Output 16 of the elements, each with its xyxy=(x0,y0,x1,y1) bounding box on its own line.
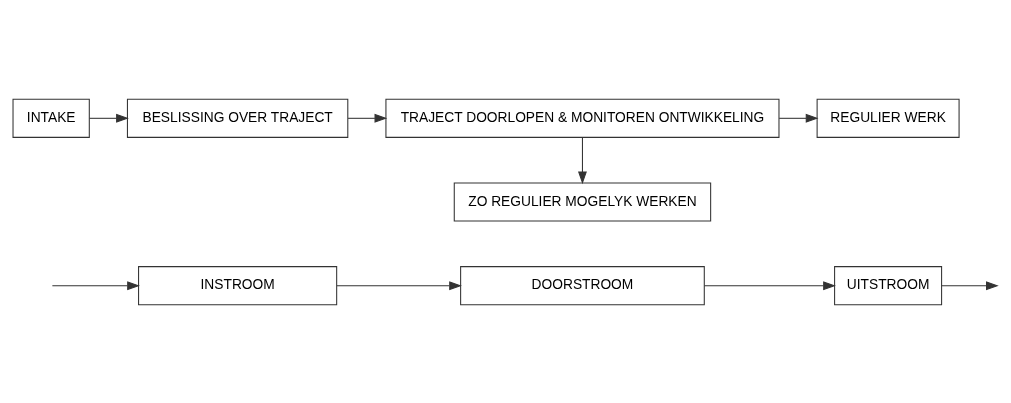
arrow xyxy=(703,280,836,290)
node-box: ZO REGULIER MOGELYK WERKEN xyxy=(453,181,712,222)
arrow xyxy=(51,280,140,290)
node-box: TRAJECT DOORLOPEN & MONITOREN ONTWIKKELING xyxy=(385,98,780,138)
arrow xyxy=(578,136,587,184)
node-box: BESLISSING OVER TRAJECT xyxy=(126,98,349,138)
arrow xyxy=(941,280,999,290)
arrow xyxy=(89,113,129,123)
arrow xyxy=(336,280,462,290)
node-box: UITSTROOM xyxy=(834,265,943,305)
arrow xyxy=(778,113,819,123)
node-box: DOORSTROOM xyxy=(460,265,705,305)
node-box: REGULIER WERK xyxy=(816,98,960,138)
arrow xyxy=(347,113,388,123)
node-box: INTAKE xyxy=(12,98,90,138)
node-box: INSTROOM xyxy=(138,265,338,305)
